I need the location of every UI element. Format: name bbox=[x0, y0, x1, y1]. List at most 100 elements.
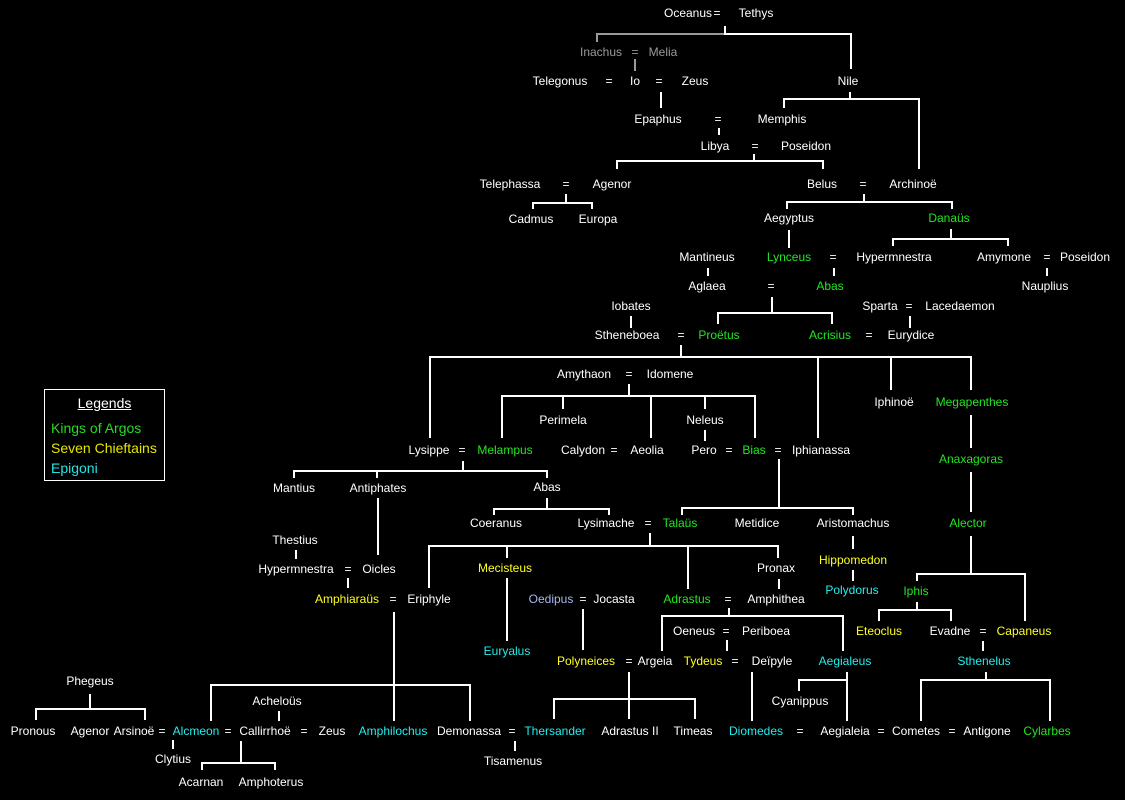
person-bias: Bias bbox=[742, 443, 766, 457]
person-iobates: Iobates bbox=[611, 299, 651, 313]
legend-title: Legends bbox=[77, 395, 132, 411]
person-agenor: Agenor bbox=[592, 177, 632, 191]
person-pronax: Pronax bbox=[756, 561, 796, 575]
marriage-sign: = bbox=[731, 654, 739, 668]
person-antiphates: Antiphates bbox=[349, 481, 407, 495]
marriage-sign: = bbox=[725, 443, 733, 457]
person-inachus: Inachus bbox=[579, 45, 623, 59]
marriage-sign: = bbox=[677, 328, 685, 342]
marriage-sign: = bbox=[714, 112, 722, 126]
person-telephassa: Telephassa bbox=[479, 177, 541, 191]
person-timeas: Timeas bbox=[673, 724, 713, 738]
marriage-sign: = bbox=[579, 592, 587, 606]
marriage-sign: = bbox=[631, 45, 639, 59]
marriage-sign: = bbox=[1043, 250, 1051, 264]
person-stheneboea: Stheneboea bbox=[594, 328, 660, 342]
legend-box: Legends Kings of Argos Seven Chieftains … bbox=[44, 389, 165, 481]
person-sparta: Sparta bbox=[862, 299, 898, 313]
person-phegeus: Phegeus bbox=[66, 674, 114, 688]
person-acarnan: Acarnan bbox=[178, 775, 224, 789]
person-amymone: Amymone bbox=[976, 250, 1032, 264]
person-io: Io bbox=[629, 74, 641, 88]
person-poseidon: Poseidon bbox=[1059, 250, 1111, 264]
person-amphithea: Amphithea bbox=[747, 592, 805, 606]
person-lacedaemon: Lacedaemon bbox=[925, 299, 995, 313]
person-cylarbes: Cylarbes bbox=[1023, 724, 1071, 738]
person-coeranus: Coeranus bbox=[469, 516, 523, 530]
person-hypermnestra: Hypermnestra bbox=[258, 562, 334, 576]
legend-item-epigoni: Epigoni bbox=[51, 460, 98, 476]
person-lysippe: Lysippe bbox=[408, 443, 450, 457]
person-euryalus: Euryalus bbox=[483, 644, 531, 658]
marriage-sign: = bbox=[458, 443, 466, 457]
person-abas: Abas bbox=[533, 480, 561, 494]
person-mantineus: Mantineus bbox=[679, 250, 735, 264]
person-amphiara-s: Amphiaraüs bbox=[314, 592, 380, 606]
marriage-sign: = bbox=[655, 74, 663, 88]
person-pronous: Pronous bbox=[10, 724, 56, 738]
person-de-pyle: Deïpyle bbox=[751, 654, 793, 668]
person-hippomedon: Hippomedon bbox=[818, 553, 888, 567]
person-aglaea: Aglaea bbox=[688, 279, 726, 293]
marriage-sign: = bbox=[389, 592, 397, 606]
person-epaphus: Epaphus bbox=[634, 112, 682, 126]
person-neleus: Neleus bbox=[686, 413, 724, 427]
person-alector: Alector bbox=[949, 516, 987, 530]
marriage-sign: = bbox=[905, 299, 913, 313]
marriage-sign: = bbox=[344, 562, 352, 576]
person-thestius: Thestius bbox=[272, 533, 318, 547]
person-lynceus: Lynceus bbox=[766, 250, 812, 264]
person-nile: Nile bbox=[837, 74, 859, 88]
person-diomedes: Diomedes bbox=[728, 724, 784, 738]
person-tisamenus: Tisamenus bbox=[483, 754, 543, 768]
person-evadne: Evadne bbox=[929, 624, 971, 638]
marriage-sign: = bbox=[605, 74, 613, 88]
legend-item-kings-of-argos: Kings of Argos bbox=[51, 420, 142, 436]
person-pro-tus: Proëtus bbox=[698, 328, 740, 342]
person-eteoclus: Eteoclus bbox=[855, 624, 903, 638]
person-telegonus: Telegonus bbox=[532, 74, 588, 88]
marriage-sign: = bbox=[796, 724, 804, 738]
person-eriphyle: Eriphyle bbox=[407, 592, 451, 606]
connector-line-uncertain bbox=[596, 33, 724, 71]
person-melia: Melia bbox=[648, 45, 678, 59]
person-thersander: Thersander bbox=[524, 724, 586, 738]
person-amphoterus: Amphoterus bbox=[238, 775, 304, 789]
person-belus: Belus bbox=[806, 177, 838, 191]
person-hypermnestra: Hypermnestra bbox=[856, 250, 932, 264]
marriage-sign: = bbox=[508, 724, 516, 738]
person-capaneus: Capaneus bbox=[996, 624, 1052, 638]
person-mantius: Mantius bbox=[272, 481, 316, 495]
marriage-sign: = bbox=[224, 724, 232, 738]
person-libya: Libya bbox=[700, 139, 730, 153]
person-iphis: Iphis bbox=[903, 584, 929, 598]
person-oedipus: Oedipus bbox=[528, 592, 574, 606]
marriage-sign: = bbox=[644, 516, 652, 530]
person-oeneus: Oeneus bbox=[672, 624, 716, 638]
marriage-sign: = bbox=[774, 443, 782, 457]
marriage-sign: = bbox=[562, 177, 570, 191]
person-tethys: Tethys bbox=[738, 6, 774, 20]
person-callirrho-: Callirrhoë bbox=[239, 724, 291, 738]
person-oicles: Oicles bbox=[362, 562, 396, 576]
person-adrastus-ii: Adrastus II bbox=[601, 724, 659, 738]
person-polyneices: Polyneices bbox=[556, 654, 616, 668]
connector-line bbox=[35, 26, 1051, 770]
person-aegyptus: Aegyptus bbox=[763, 211, 815, 225]
marriage-sign: = bbox=[859, 177, 867, 191]
person-arsino-: Arsinoë bbox=[113, 724, 155, 738]
person-adrastus: Adrastus bbox=[663, 592, 711, 606]
marriage-sign: = bbox=[300, 724, 308, 738]
marriage-sign: = bbox=[829, 250, 837, 264]
marriage-sign: = bbox=[724, 592, 732, 606]
person-lysimache: Lysimache bbox=[577, 516, 635, 530]
marriage-sign: = bbox=[877, 724, 885, 738]
person-tala-s: Talaüs bbox=[662, 516, 698, 530]
person-aegialeus: Aegialeus bbox=[818, 654, 872, 668]
person-eurydice: Eurydice bbox=[887, 328, 935, 342]
marriage-sign: = bbox=[767, 279, 775, 293]
person-alcmeon: Alcmeon bbox=[172, 724, 220, 738]
person-demonassa: Demonassa bbox=[436, 724, 502, 738]
person-argeia: Argeia bbox=[637, 654, 673, 668]
person-jocasta: Jocasta bbox=[593, 592, 635, 606]
